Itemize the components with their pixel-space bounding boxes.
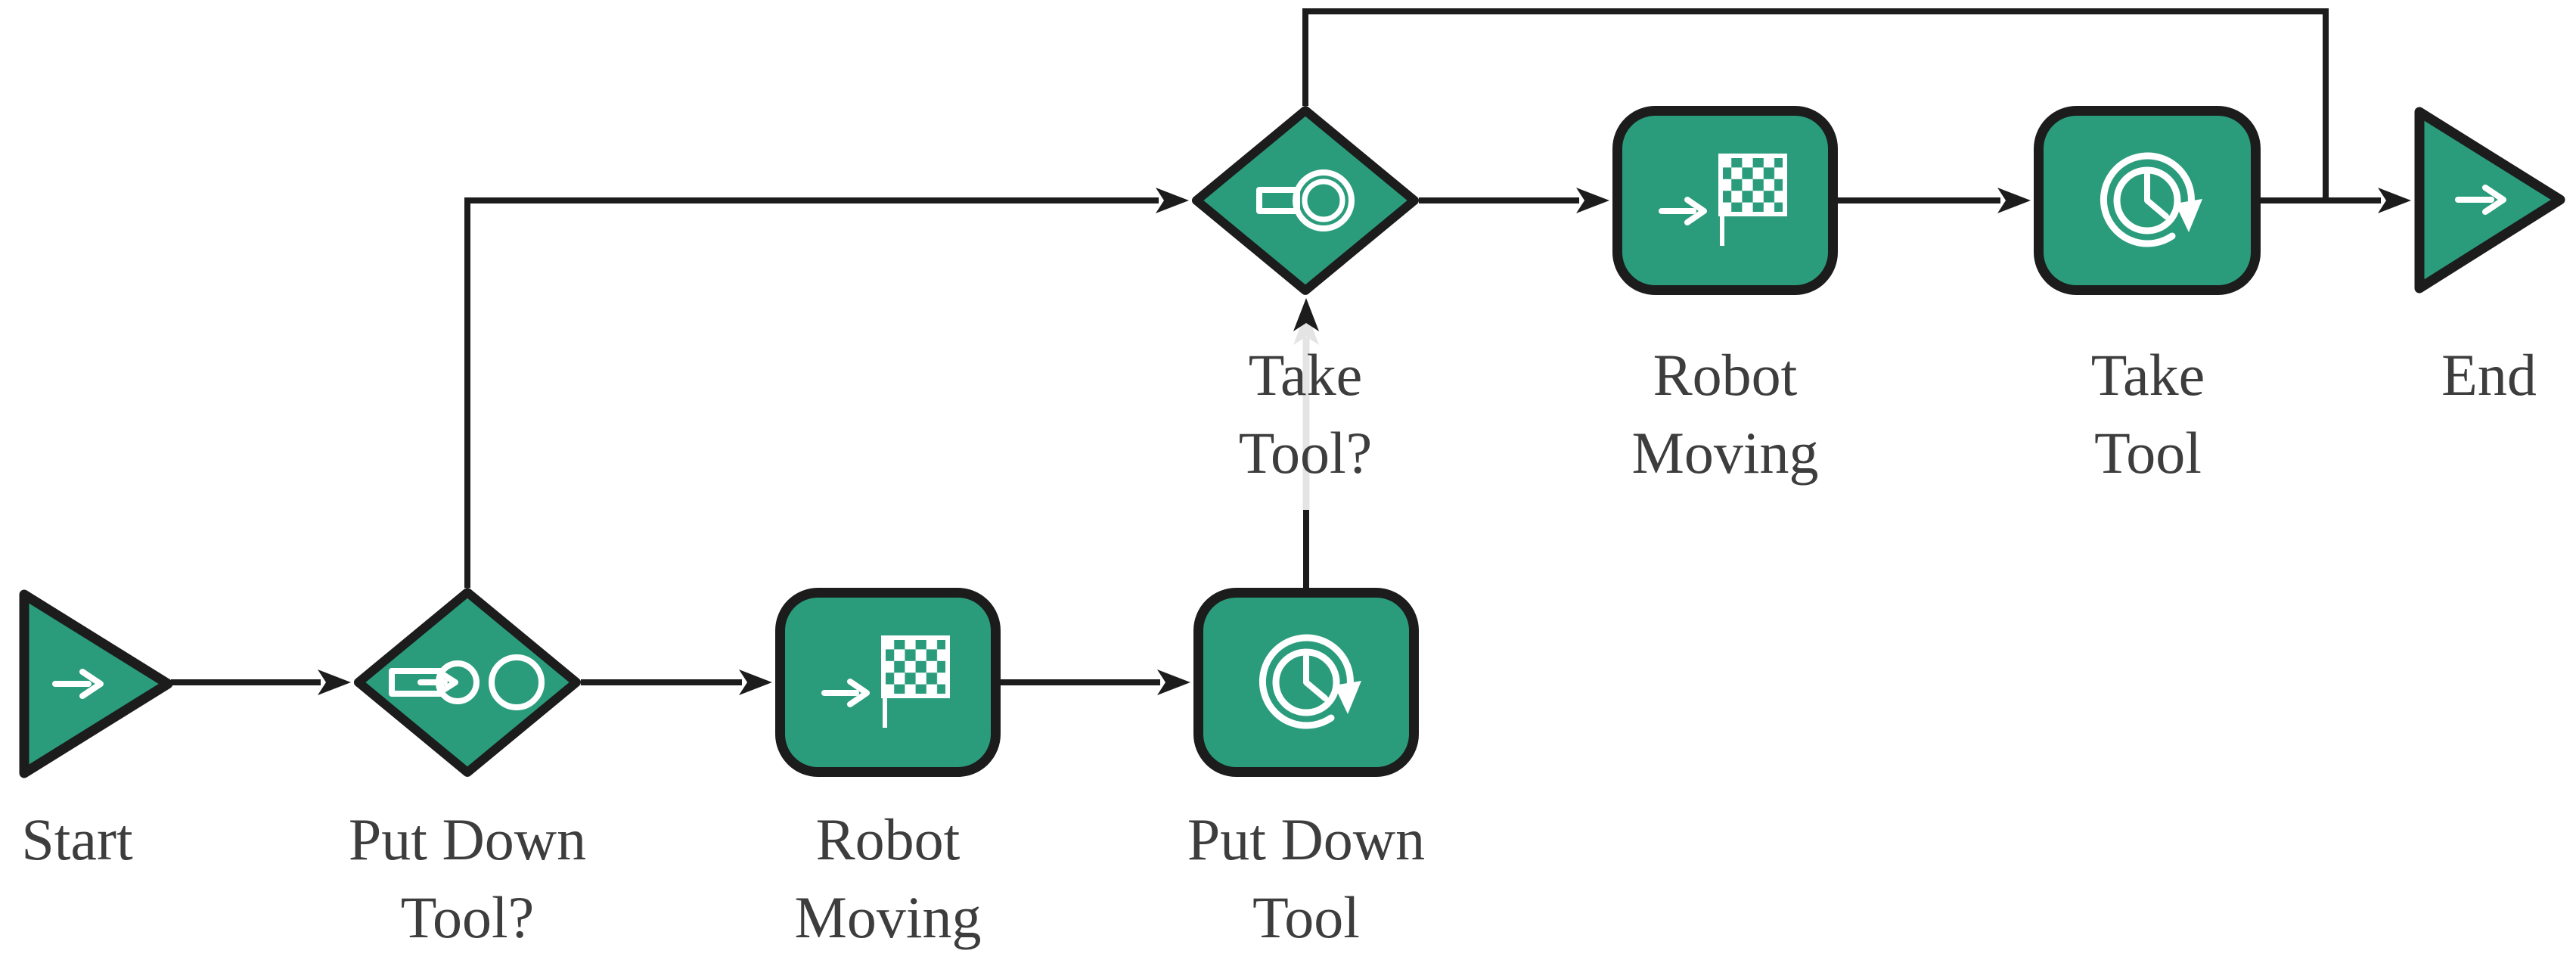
edge-take-tool-q-to-robot-moving-2 bbox=[1419, 188, 1609, 213]
node-label-start: Start bbox=[21, 806, 133, 872]
end-shape bbox=[2414, 107, 2565, 294]
tool-release-icon bbox=[389, 654, 545, 710]
node-robot-moving-1 bbox=[775, 588, 1001, 777]
clock-history-icon bbox=[2100, 152, 2202, 247]
node-label-take-tool-q: Take Tool? bbox=[1238, 342, 1373, 486]
node-label-take-tool: Take Tool bbox=[2090, 342, 2205, 486]
arrow-right-icon bbox=[2455, 185, 2506, 215]
start-shape bbox=[19, 589, 173, 778]
edge-take-tool-to-end bbox=[2261, 188, 2411, 213]
decision-shape bbox=[1192, 106, 1419, 295]
edge-start-to-put-down-tool-q bbox=[171, 669, 351, 695]
checkered-flag-icon bbox=[1659, 154, 1787, 246]
node-end bbox=[2414, 105, 2565, 295]
tool-attach-icon bbox=[1256, 169, 1355, 231]
node-label-robot-moving-2: Robot Moving bbox=[1631, 342, 1819, 486]
edge-robot-moving-2-to-take-tool bbox=[1838, 188, 2031, 213]
edge-put-down-tool-to-take-tool-q bbox=[1293, 298, 1319, 588]
edge-put-down-tool-q-to-robot-moving-1 bbox=[581, 669, 772, 695]
node-put-down-tool-q bbox=[354, 588, 581, 777]
node-label-end: End bbox=[2441, 342, 2537, 408]
clock-history-icon bbox=[1259, 634, 1361, 729]
arrow-right-icon bbox=[52, 669, 104, 699]
decision-shape bbox=[354, 588, 581, 777]
checkered-flag-icon bbox=[821, 635, 950, 728]
node-label-put-down-tool: Put Down Tool bbox=[1187, 806, 1426, 950]
node-take-tool bbox=[2034, 106, 2261, 295]
node-put-down-tool bbox=[1193, 588, 1419, 777]
node-start bbox=[19, 588, 173, 780]
edge-put-down-tool-q-to-take-tool-q bbox=[464, 188, 1189, 588]
process-shape bbox=[775, 588, 1001, 777]
edge-robot-moving-1-to-put-down-tool bbox=[1001, 669, 1190, 695]
node-label-put-down-tool-q: Put Down Tool? bbox=[348, 806, 587, 950]
edge-take-tool-q-to-end bbox=[1302, 8, 2329, 200]
node-label-robot-moving-1: Robot Moving bbox=[794, 806, 982, 950]
process-shape bbox=[2034, 106, 2261, 295]
node-take-tool-q bbox=[1192, 106, 1419, 295]
node-robot-moving-2 bbox=[1612, 106, 1838, 295]
process-shape bbox=[1612, 106, 1838, 295]
process-shape bbox=[1193, 588, 1419, 777]
